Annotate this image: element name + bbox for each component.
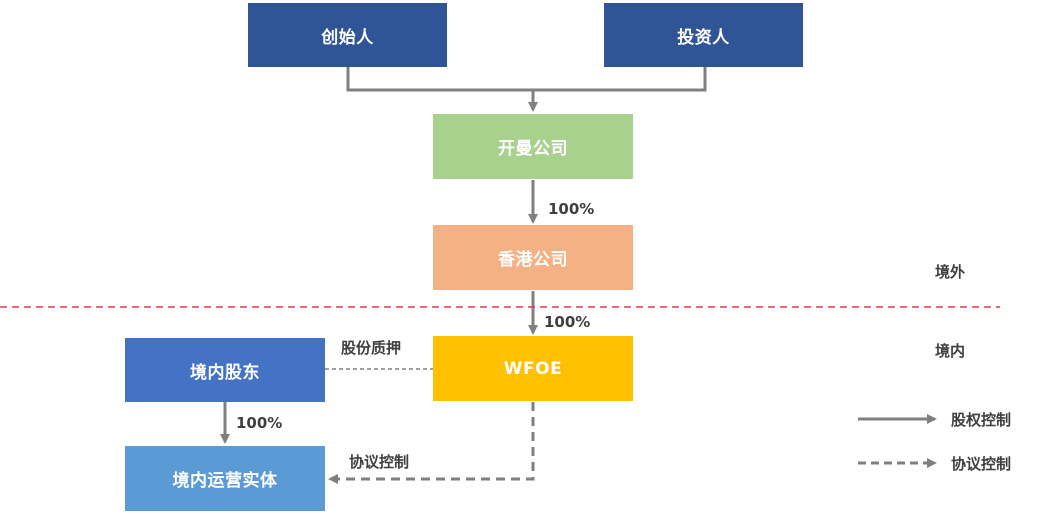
founder-label: 创始人 (321, 27, 374, 48)
cayman-company-label: 开曼公司 (498, 139, 568, 159)
edge-label-shareholder-operating: 100% (236, 414, 283, 432)
founder-investor-connector (346, 67, 707, 92)
founder-box: 创始人 (248, 3, 447, 67)
hongkong-company-label: 香港公司 (498, 250, 568, 270)
investor-label: 投资人 (677, 27, 730, 48)
wfoe-label: WFOE (503, 358, 563, 379)
legend-equity-control-label: 股权控制 (951, 411, 1012, 429)
wfoe-box: WFOE (433, 336, 633, 401)
vie-control-dashed-arrow (328, 402, 535, 484)
cayman-company-box: 开曼公司 (433, 114, 633, 179)
region-onshore-label: 境内 (935, 342, 966, 360)
domestic-operating-entity-box: 境内运营实体 (125, 446, 325, 511)
region-offshore-label: 境外 (935, 263, 966, 281)
hongkong-company-box: 香港公司 (433, 225, 633, 290)
domestic-shareholder-label: 境内股东 (190, 362, 260, 383)
edge-label-vie-control: 协议控制 (349, 453, 410, 471)
edge-label-equity-pledge: 股份质押 (341, 339, 402, 357)
legend-agreement-control-label: 协议控制 (951, 455, 1012, 473)
edge-label-hk-wfoe: 100% (544, 313, 591, 331)
domestic-shareholder-box: 境内股东 (125, 338, 325, 402)
domestic-operating-entity-label: 境内运营实体 (172, 471, 278, 491)
investor-box: 投资人 (604, 3, 803, 67)
edge-label-cayman-hk: 100% (548, 200, 595, 218)
